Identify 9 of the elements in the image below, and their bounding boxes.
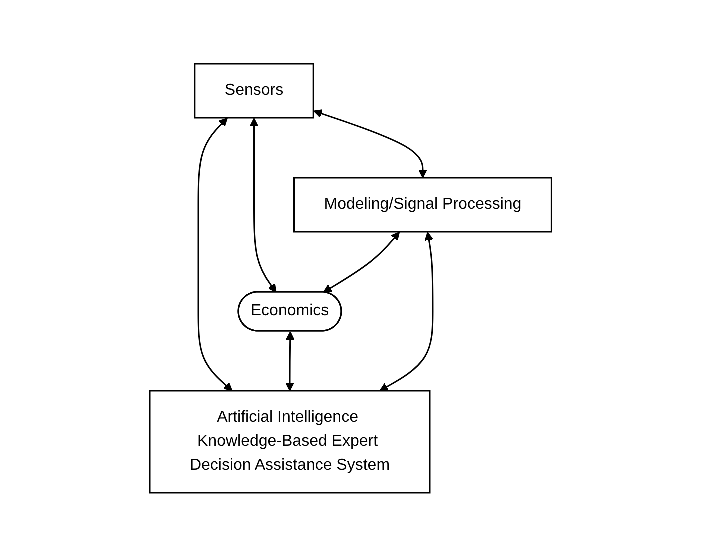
arrow [198, 118, 233, 392]
arrow [380, 232, 434, 392]
node-box: Sensors [194, 63, 314, 119]
node-box: Artificial Intelligence Knowledge-Based Expert Decision Assistance System [149, 390, 431, 494]
arrow [323, 232, 400, 293]
arrow [314, 110, 428, 178]
arrow [286, 332, 295, 392]
node-box: Modeling/Signal Processing [294, 177, 553, 233]
arrow [250, 118, 277, 293]
